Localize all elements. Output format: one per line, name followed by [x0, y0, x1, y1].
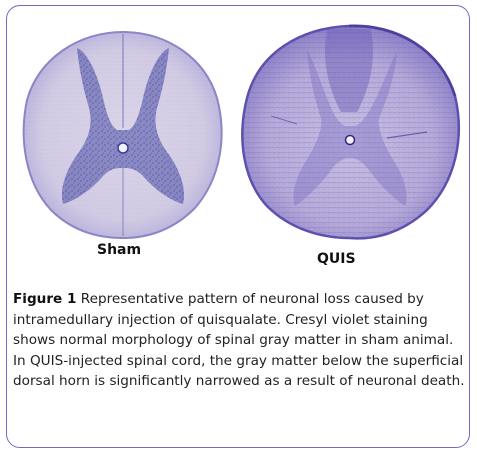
caption-text: Representative pattern of neuronal loss …	[13, 291, 465, 389]
sham-section-image	[17, 28, 229, 240]
quis-label: QUIS	[317, 251, 356, 267]
sham-label: Sham	[97, 242, 142, 258]
figure-caption: Figure 1 Representative pattern of neuro…	[13, 289, 465, 392]
quis-section-image	[237, 20, 464, 242]
figure-number: Figure 1	[13, 291, 77, 307]
